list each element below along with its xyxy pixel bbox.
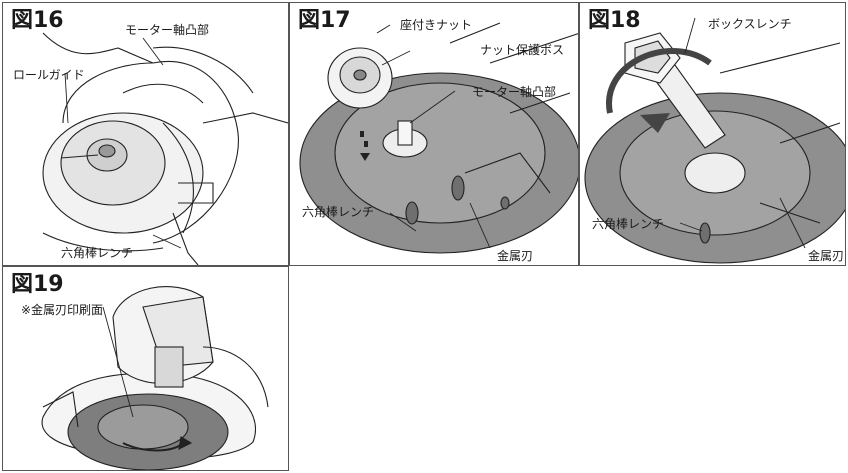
figure-17-panel: 図17 座付きナット ナット保護ボス モーター軸凸部 六角棒レンチ 金属刃 [289, 2, 579, 266]
figure-16-roll-guide-label: ロールガイド [13, 68, 85, 82]
figure-18-illustration [584, 17, 845, 264]
figure-19-panel: 図19 ※金属刃印刷面 [2, 266, 289, 471]
figure-19-title: 図19 [11, 272, 64, 297]
figure-16-motor-shaft-label: モーター軸凸部 [125, 23, 210, 37]
figure-16-illustration [42, 32, 288, 265]
figure-18-title: 図18 [588, 8, 641, 33]
figure-17-seated-nut-label: 座付きナット [400, 18, 473, 32]
figure-19-illustration [41, 286, 269, 470]
figure-16-panel: 図16 モーター軸凸部 ロールガイド 六角棒レンチ [2, 2, 289, 266]
figure-16-title: 図16 [11, 8, 64, 33]
figure-18-hex-wrench-label: 六角棒レンチ [592, 217, 665, 231]
figure-18-panel: 図18 ボックスレンチ 六角棒レンチ 金属刃 [579, 2, 846, 266]
figure-19-print-side-label: ※金属刃印刷面 [21, 303, 104, 317]
figure-17-hex-wrench-label: 六角棒レンチ [302, 205, 375, 219]
figure-16-hex-wrench-label: 六角棒レンチ [61, 246, 134, 260]
figure-17-illustration [299, 22, 578, 254]
figure-17-metal-blade-label: 金属刃 [497, 249, 534, 263]
figure-17-motor-shaft-label: モーター軸凸部 [472, 85, 557, 99]
figure-17-title: 図17 [298, 8, 351, 33]
figure-17-nut-boss-label: ナット保護ボス [480, 43, 565, 57]
figure-18-box-wrench-label: ボックスレンチ [708, 17, 792, 31]
figure-18-metal-blade-label: 金属刃 [808, 249, 845, 263]
